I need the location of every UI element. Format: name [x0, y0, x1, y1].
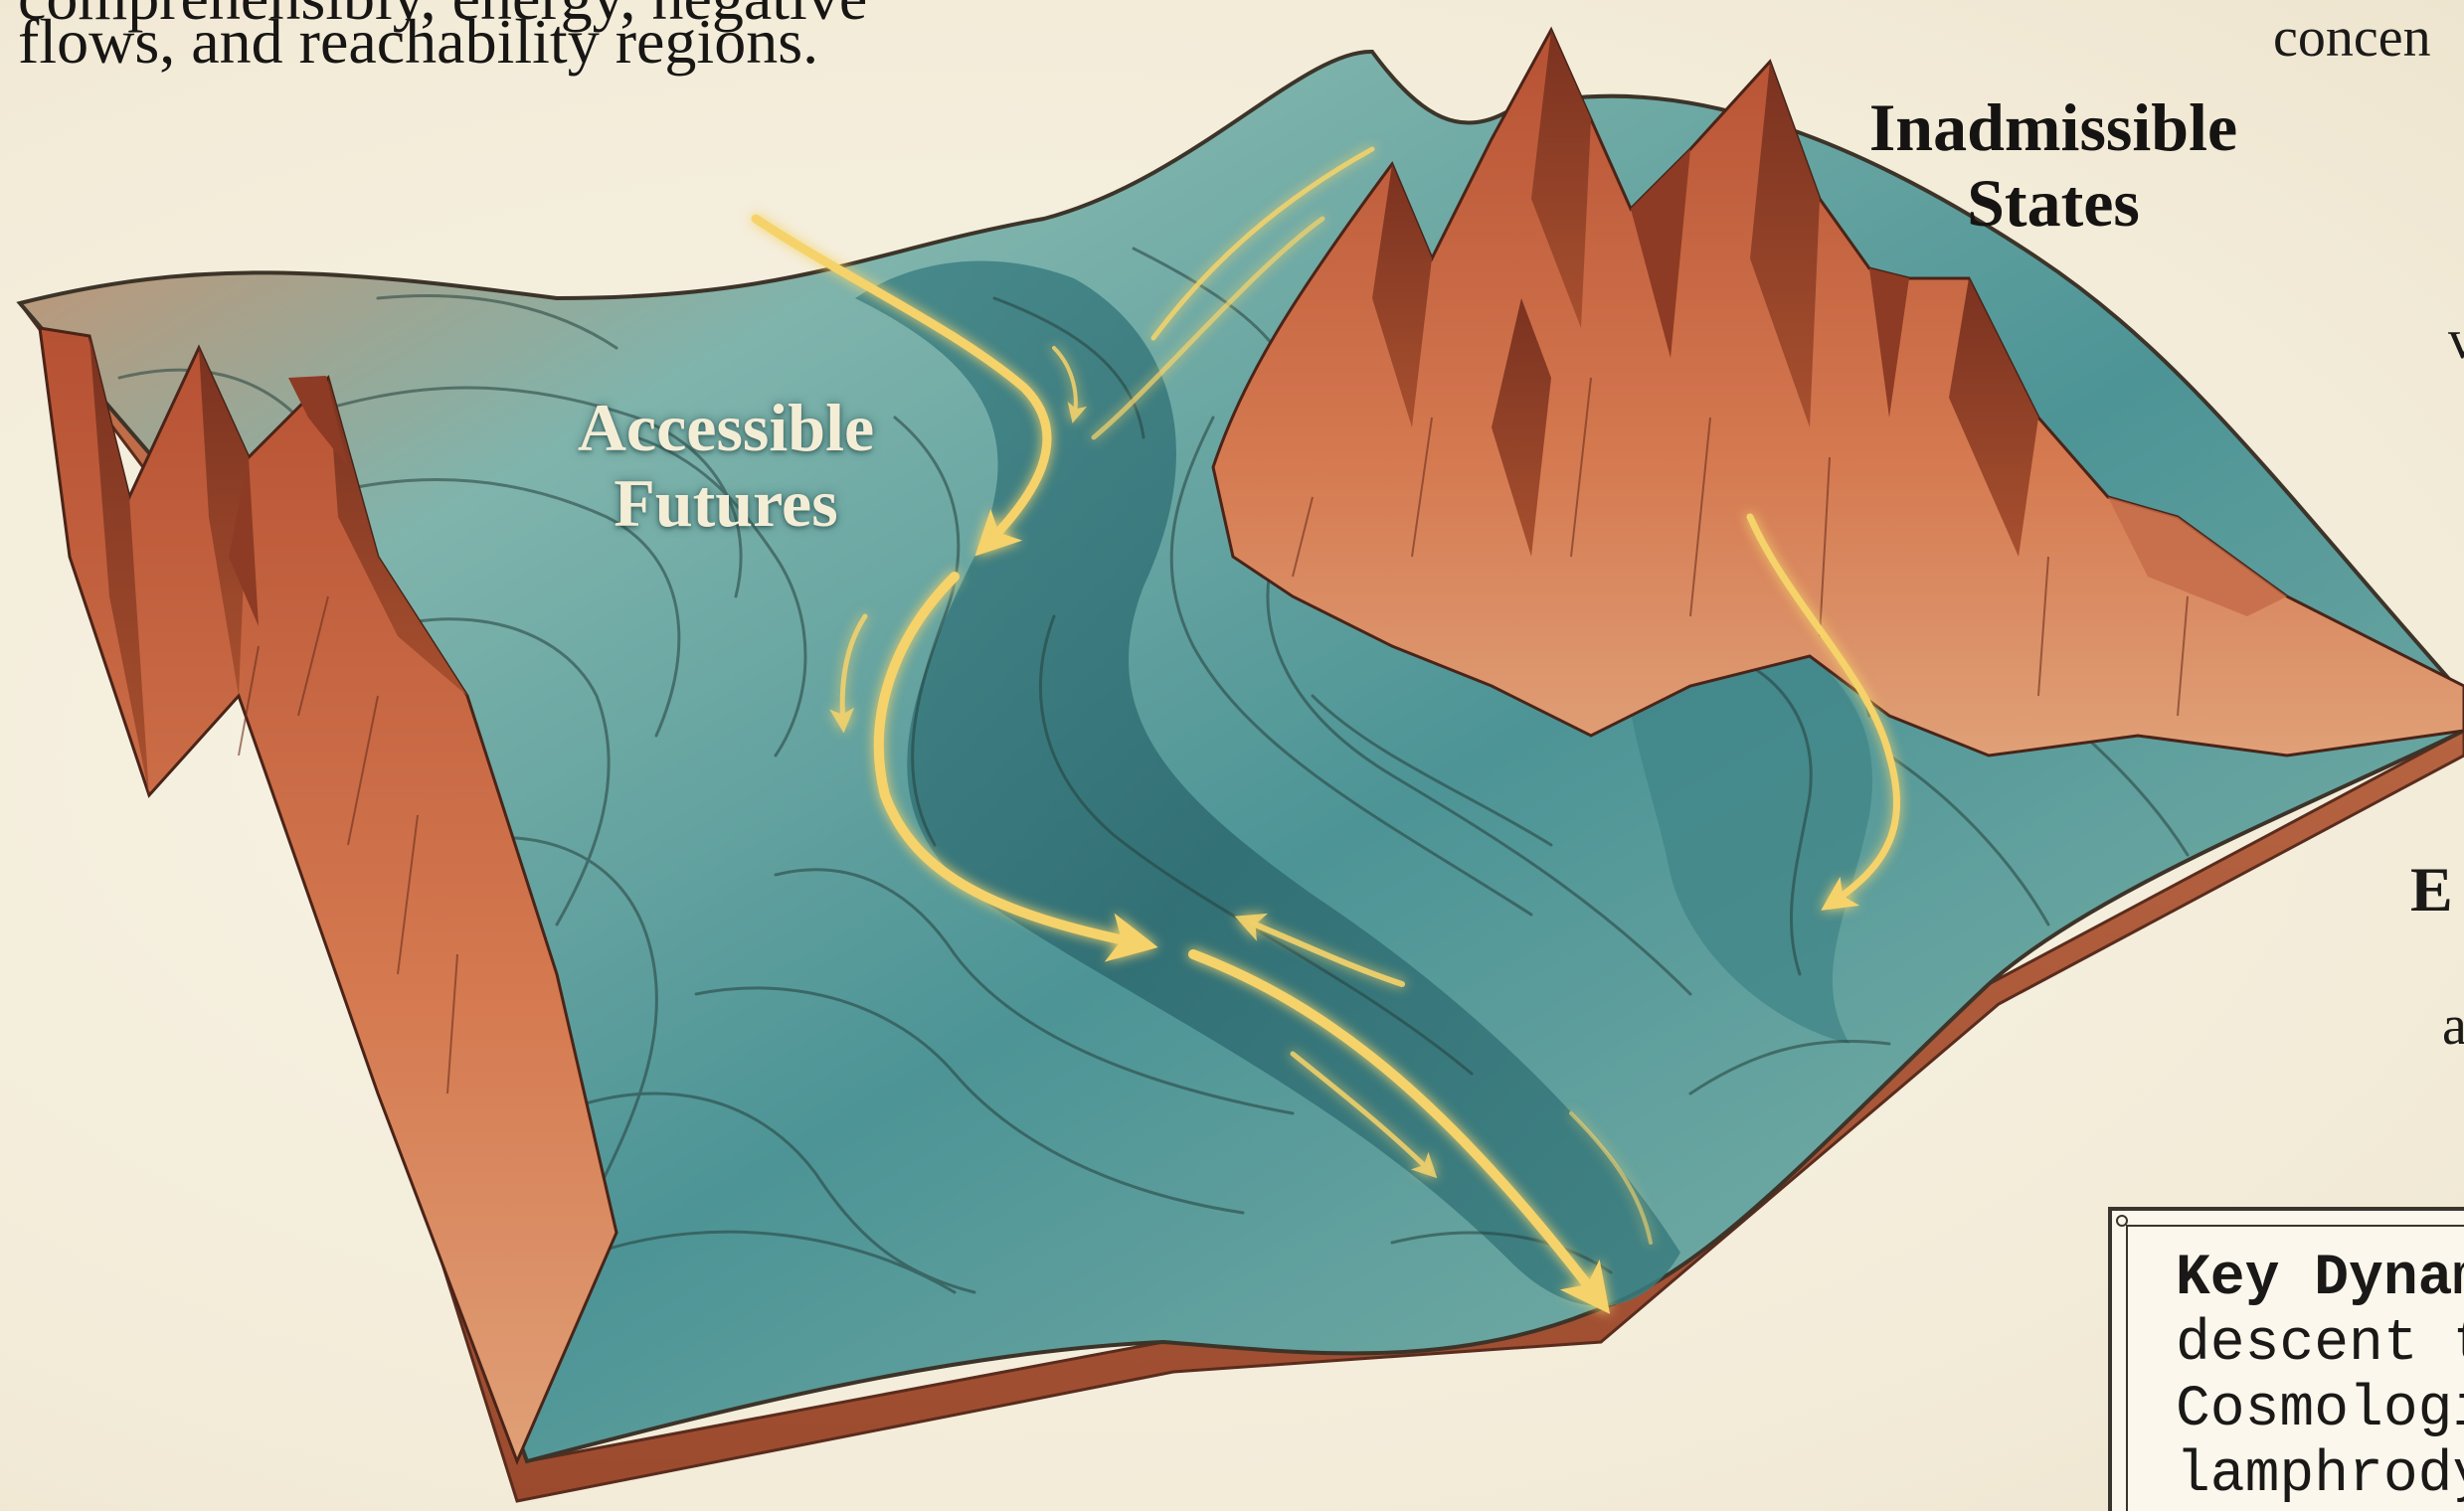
- side-text-fragment-3: E: [2410, 854, 2453, 924]
- intro-text-line-1: comprehensibly, energy, negative: [18, 0, 867, 30]
- terrain-front-edge: [18, 302, 2464, 1503]
- flow-arrows: [751, 146, 1900, 1314]
- flow-top-right: [1150, 146, 1375, 341]
- label-accessible-line-2: Futures: [614, 465, 838, 542]
- flow-main-upper: [751, 214, 1052, 557]
- key-box-line-3: Cosmologi: [2176, 1378, 2464, 1442]
- label-inadmissible-line-1: Inadmissible: [1868, 89, 2238, 165]
- label-inadmissible-line-2: States: [1967, 165, 2140, 242]
- key-box-corner-mark: [2116, 1215, 2128, 1227]
- flow-lower-small: [1290, 1051, 1438, 1179]
- key-box-line-2: descent t: [2176, 1312, 2464, 1377]
- flow-main-middle: [873, 572, 1158, 962]
- label-accessible-futures: Accessible Futures: [537, 390, 915, 541]
- flow-small-top: [1052, 346, 1088, 423]
- side-text-fragment-1: concen: [2273, 7, 2431, 69]
- flow-right-faint: [1569, 1111, 1653, 1245]
- key-box-inner-frame: [2126, 1225, 2464, 1511]
- flow-return: [1234, 913, 1405, 987]
- key-box-line-4: lamphrody: [2176, 1443, 2464, 1508]
- side-text-fragment-4: a: [2442, 995, 2464, 1057]
- label-accessible-line-1: Accessible: [577, 390, 875, 465]
- side-text-fragment-2: v: [2448, 309, 2464, 371]
- key-dynamics-box: Key Dynam descent t Cosmologi lamphrody: [2108, 1207, 2464, 1511]
- valley-channel: [855, 260, 1680, 1306]
- intro-text-line-2: flows, and reachability regions.: [18, 6, 819, 77]
- flow-top-right-2: [1091, 216, 1325, 440]
- flow-right-descent: [1746, 513, 1900, 911]
- valley-channel-right: [1625, 596, 1872, 1044]
- key-box-title: Key Dynam: [2176, 1247, 2464, 1311]
- label-inadmissible-states: Inadmissible States: [1830, 89, 2277, 241]
- flow-side-left: [829, 613, 868, 734]
- right-peaks: [1211, 26, 2464, 757]
- flow-main-lower: [1188, 949, 1611, 1314]
- left-peaks: [38, 326, 618, 1465]
